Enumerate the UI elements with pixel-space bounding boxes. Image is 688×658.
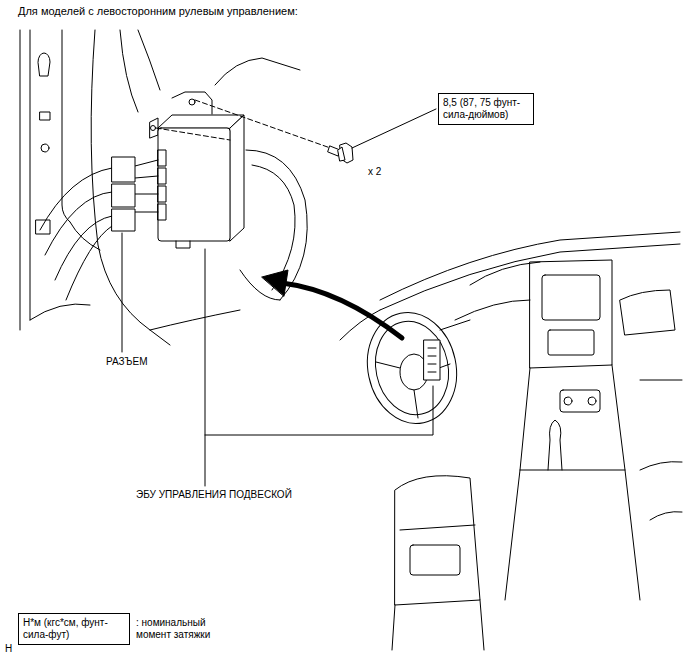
bolt-assembly-line (156, 100, 336, 150)
body-panel (30, 304, 90, 320)
location-arrow (262, 270, 402, 338)
ecu-housing (230, 115, 244, 241)
ecu-location-marker (428, 348, 436, 372)
ecu-housing (158, 168, 166, 184)
seat-console (395, 476, 480, 605)
ecu-housing (158, 150, 166, 166)
dashboard (564, 397, 572, 405)
body-panel (70, 222, 100, 250)
leader-line (122, 233, 123, 352)
box-note: : номинальный момент затяжки (136, 617, 236, 641)
body-panel (120, 30, 138, 112)
harness-connector (112, 184, 135, 207)
body-panel (138, 30, 160, 90)
wire-harness (55, 216, 112, 280)
ecu-location-marker (424, 340, 440, 380)
seat-console (392, 600, 484, 650)
ecu-housing (176, 241, 190, 248)
bolt (328, 143, 353, 163)
mounting-bracket (172, 92, 212, 114)
seat-console (650, 512, 682, 520)
bolt (338, 147, 345, 161)
wire-harness (135, 176, 158, 178)
gauge-opening (252, 165, 295, 290)
bolt-assembly-line (195, 100, 336, 150)
dashboard (620, 290, 675, 335)
body-panel (38, 53, 50, 76)
wire-harness (66, 226, 112, 300)
body-panel (30, 30, 31, 320)
harness-connector (112, 157, 135, 182)
seat-console (410, 545, 460, 575)
dashboard (588, 397, 596, 405)
dashboard (520, 470, 625, 471)
harness-connector (112, 209, 135, 231)
dashboard (640, 380, 682, 381)
gauge-opening (150, 310, 240, 330)
dashboard (542, 275, 600, 320)
dashboard (612, 365, 640, 600)
gauge-opening (215, 58, 300, 85)
steering-wheel (440, 320, 470, 330)
dashboard (340, 232, 682, 600)
leader-line (352, 109, 436, 148)
gauge-opening (246, 150, 307, 300)
dashboard (560, 390, 600, 412)
part-name: ЭБУ УПРАВЛЕНИЯ ПОДВЕСКОЙ (136, 489, 292, 501)
body-panel (41, 144, 49, 152)
ecu-housing (158, 128, 230, 241)
wire-harness (135, 194, 158, 195)
legend-box: Н*м (кгс*см, фунт-сила-фут): номинальный… (18, 613, 130, 645)
leader-line (205, 249, 206, 486)
dashboard (455, 300, 530, 320)
location-arrow (282, 283, 402, 338)
part-name: РАЗЪЕМ (106, 356, 148, 368)
dashboard (548, 420, 562, 470)
quantity-label: x 2 (368, 166, 381, 178)
figure-code: H (5, 643, 12, 655)
seat-console (640, 462, 682, 470)
ecu-location-marker (424, 340, 440, 380)
ecu-housing (158, 186, 166, 202)
body-panel (20, 30, 170, 345)
gauge-opening (150, 58, 307, 330)
harness-connector (112, 157, 135, 231)
location-arrow (262, 270, 288, 296)
wire-harness (40, 168, 112, 230)
diagram-title: Для моделей с левосторонним рулевым упра… (18, 5, 298, 18)
body-panel (36, 220, 50, 234)
wire-harness (135, 160, 158, 166)
steering-wheel (357, 304, 466, 432)
wire-harness (135, 212, 158, 213)
dashboard (530, 260, 612, 368)
bolt-assembly-line (156, 128, 230, 140)
dashboard (548, 330, 594, 355)
mounting-bracket (189, 99, 195, 105)
mounting-bracket (151, 126, 156, 131)
ecu-housing (158, 204, 166, 220)
torque-box: 8,5 (87, 75 фунт-сила-дюймов) (438, 93, 534, 125)
body-panel (20, 30, 21, 330)
seat-console (400, 525, 475, 530)
steering-wheel (367, 315, 457, 422)
body-panel (40, 112, 50, 120)
wire-harness (45, 192, 112, 255)
dashboard (505, 368, 530, 600)
leader-line (205, 386, 433, 435)
ecu-housing (158, 115, 244, 248)
leader-line (122, 109, 436, 486)
wire-harness (40, 160, 158, 300)
ecu-housing (158, 115, 244, 128)
steering-wheel (357, 304, 470, 432)
body-panel (91, 30, 170, 345)
steering-wheel (414, 390, 418, 418)
box-text: 8,5 (87, 75 фунт-сила-дюймов) (443, 97, 529, 121)
box-text: Н*м (кгс*см, фунт-сила-фут) (23, 617, 125, 641)
steering-wheel (376, 362, 400, 368)
seat-console (392, 462, 682, 650)
